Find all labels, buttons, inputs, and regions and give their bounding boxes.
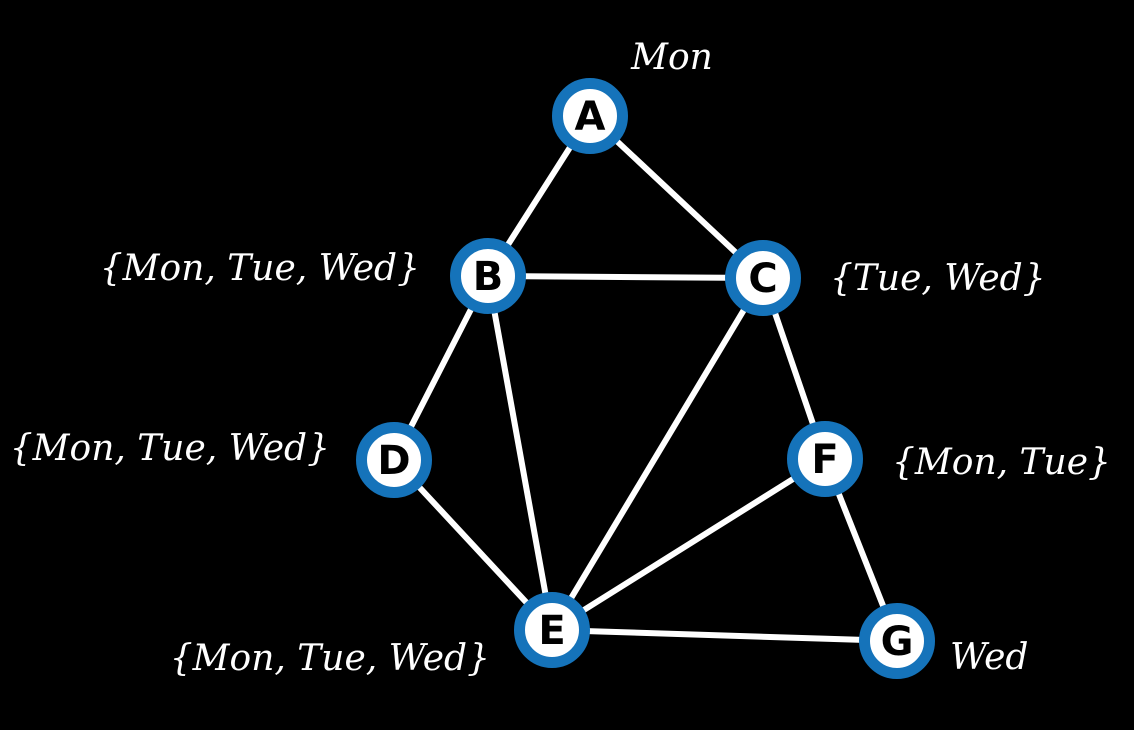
- node-D-circle: [356, 422, 432, 498]
- node-F-circle: [787, 421, 863, 497]
- node-E-letter: E: [538, 608, 565, 654]
- edge-A-C: [587, 113, 766, 281]
- node-A-circle: [552, 78, 628, 154]
- node-G-letter: G: [881, 619, 914, 665]
- node-E-circle: [514, 592, 590, 668]
- node-G-circle: [859, 603, 935, 679]
- edge-B-E: [485, 273, 555, 633]
- node-C-circle: [725, 240, 801, 316]
- edge-E-G: [549, 627, 900, 644]
- node-B-letter: B: [473, 254, 504, 300]
- node-D-domain-label: {Mon, Tue, Wed}: [10, 428, 330, 469]
- node-G-domain-label: Wed: [950, 637, 1028, 678]
- node-F-letter: F: [811, 437, 838, 483]
- node-D-letter: D: [377, 438, 410, 484]
- edge-D-E: [391, 457, 555, 633]
- edge-E-F: [549, 456, 828, 633]
- node-F-domain-label: {Mon, Tue}: [892, 442, 1111, 483]
- node-B-circle: [450, 238, 526, 314]
- node-C-domain-label: {Tue, Wed}: [830, 258, 1046, 299]
- node-A-domain-label: Mon: [630, 37, 713, 78]
- edge-C-E: [549, 275, 766, 633]
- node-C-letter: C: [748, 256, 777, 302]
- node-A-letter: A: [575, 94, 606, 140]
- node-E-domain-label: {Mon, Tue, Wed}: [170, 638, 490, 679]
- node-B-domain-label: {Mon, Tue, Wed}: [100, 248, 420, 289]
- edge-B-C: [485, 273, 766, 281]
